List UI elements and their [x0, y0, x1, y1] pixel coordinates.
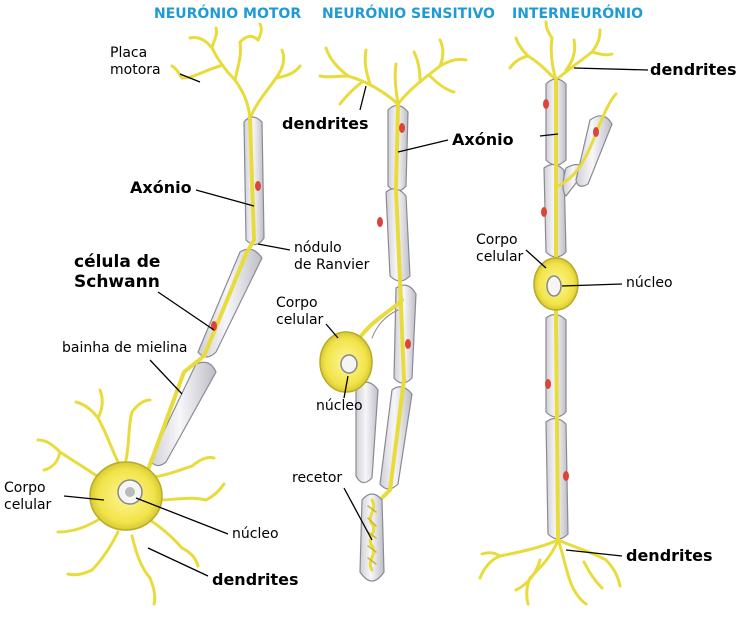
motor-neuron: [36, 22, 302, 606]
label-motor-corpo-line2: celular: [4, 496, 52, 513]
label-inter-corpo-celular: Corpo celular: [476, 232, 523, 266]
label-inter-dendrites-bottom: dendrites: [626, 546, 713, 565]
label-inter-corpo-line2: celular: [476, 248, 524, 265]
label-sensory-recetor: recetor: [292, 470, 343, 486]
label-inter-dendrites-top: dendrites: [650, 60, 737, 79]
label-inter-nucleo: núcleo: [626, 275, 673, 291]
label-placa-motora: Placa motora: [110, 45, 161, 79]
sensory-dendrites: [318, 38, 468, 106]
label-nodulo-ranvier: nódulo de Ranvier: [294, 240, 369, 274]
label-motor-axonio: Axónio: [130, 178, 192, 197]
sensory-axon: [378, 102, 406, 502]
label-motor-dendrites: dendrites: [212, 570, 299, 589]
label-celula-schwann: célula de Schwann: [74, 252, 160, 293]
label-sensory-dendrites: dendrites: [282, 114, 369, 133]
label-nodulo-line1: nódulo: [294, 240, 342, 256]
label-bainha-mielina: bainha de mielina: [62, 340, 188, 356]
label-motor-nucleo: núcleo: [232, 526, 279, 542]
motor-axon: [146, 116, 256, 472]
interneuron: [478, 20, 622, 606]
sensory-nucleus: [340, 354, 358, 374]
sensory-neuron: [318, 38, 468, 582]
title-sensory-neuron: NEURÓNIO SENSITIVO: [322, 6, 495, 22]
inter-dendrites-bottom: [478, 538, 622, 606]
label-inter-corpo-line1: Corpo: [476, 232, 518, 248]
motor-end-plate: [170, 22, 302, 120]
label-placa-line1: Placa: [110, 45, 148, 61]
leader-lines: [63, 67, 649, 577]
label-sensory-axonio: Axónio: [452, 130, 514, 149]
label-sensory-corpo-celular: Corpo celular: [276, 295, 323, 329]
label-sensory-nucleo: núcleo: [316, 398, 363, 414]
label-placa-line2: motora: [110, 61, 161, 78]
title-motor-neuron: NEURÓNIO MOTOR: [154, 6, 302, 22]
label-sensory-corpo-line1: Corpo: [276, 295, 318, 311]
label-sensory-corpo-line2: celular: [276, 311, 324, 328]
label-motor-corpo-line1: Corpo: [4, 480, 46, 496]
label-motor-corpo-celular: Corpo celular: [4, 480, 51, 514]
sensory-receptor: [359, 493, 385, 582]
label-schwann-line1: célula de: [74, 252, 161, 272]
label-schwann-line2: Schwann: [74, 272, 160, 293]
title-interneuron: INTERNEURÓNIO: [512, 6, 643, 22]
label-nodulo-line2: de Ranvier: [294, 256, 370, 273]
inter-nucleus: [546, 275, 562, 297]
inter-dendrites-top: [508, 20, 614, 82]
sensory-myelin: [355, 104, 417, 490]
